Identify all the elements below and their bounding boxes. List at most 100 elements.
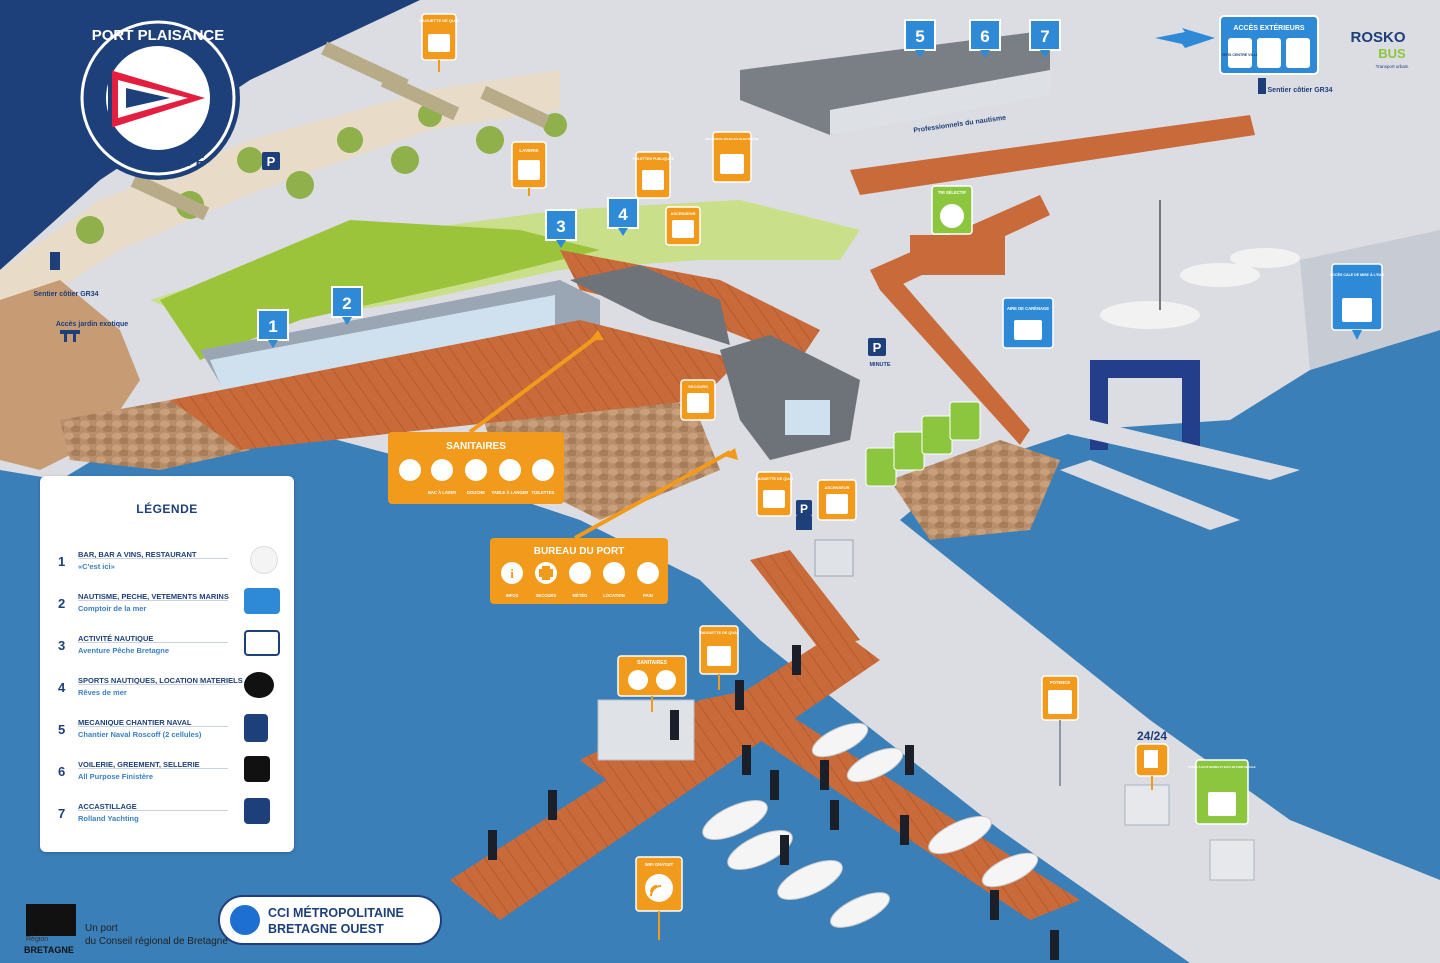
pin-tri-selectif[interactable]: TRI SÉLECTIF xyxy=(931,185,973,235)
bureau-arrow xyxy=(574,450,731,540)
legend-business: Chantier Naval Roscoff (2 cellules) xyxy=(78,730,202,739)
pin-1[interactable]: 1 xyxy=(257,309,289,348)
sanitaires-info-box[interactable]: SANITAIRES BAC À LAVER DOUCHE TABLE À LA… xyxy=(388,432,564,504)
svg-text:ROSKO: ROSKO xyxy=(1350,29,1405,46)
sentier-right[interactable]: Sentier côtier GR34 xyxy=(1258,78,1333,94)
acces-exterieurs-panel[interactable]: ACCÈS EXTÉRIEURS VERS CENTRE VILLE xyxy=(1219,15,1319,75)
careening-icon xyxy=(1014,320,1042,340)
weather-icon xyxy=(569,562,591,584)
pin-pompe[interactable]: POMPE À EAUX NOIRES ET EAUX DE FOND DE C… xyxy=(1188,759,1256,825)
svg-text:7: 7 xyxy=(1040,27,1049,46)
hedges xyxy=(130,41,550,221)
svg-text:Sentier côtier GR34: Sentier côtier GR34 xyxy=(34,291,99,298)
legend-divider xyxy=(78,642,228,643)
sentier-left[interactable]: Sentier côtier GR34 Accès jardin exotiqu… xyxy=(34,252,129,328)
pin-toilettes-publiques[interactable]: TOILETTES PUBLIQUES xyxy=(632,151,674,199)
hiker-icon xyxy=(50,252,60,270)
bread-icon-2 xyxy=(763,490,785,508)
toilets-icon xyxy=(656,670,676,690)
svg-text:Sentier côtier GR34: Sentier côtier GR34 xyxy=(1268,87,1333,94)
bike-parking-icon xyxy=(796,516,812,530)
pin-baguette-mid[interactable]: BAGUETTE DE QUAI xyxy=(755,471,793,517)
toilettes-icon xyxy=(532,459,554,481)
fence-ramp xyxy=(870,270,1030,445)
boat-hardstand xyxy=(1100,301,1200,329)
bureau-du-port-box[interactable]: BUREAU DU PORT i INFOS SECOURS MÉTÉO LOC… xyxy=(490,538,668,604)
legend-business: All Purpose Finistère xyxy=(78,772,154,781)
legend-item-2[interactable]: 2 NAUTISME, PECHE, VETEMENTS MARINS Comp… xyxy=(54,588,284,630)
pin-potence[interactable]: POTENCE xyxy=(1041,675,1079,786)
svg-text:ACCÈS CALE DE MISE À L'EAU: ACCÈS CALE DE MISE À L'EAU xyxy=(1330,272,1385,277)
svg-text:BAGUETTE DE QUAI: BAGUETTE DE QUAI xyxy=(755,477,793,481)
svg-text:5: 5 xyxy=(915,27,924,46)
lifebuoy-icon xyxy=(687,393,709,413)
pin-laverie[interactable]: LAVERIE xyxy=(511,141,547,196)
pin-6[interactable]: 6 xyxy=(969,19,1001,58)
slipway-icon xyxy=(1342,298,1372,322)
legend-item-7[interactable]: 7 ACCASTILLAGE Rolland Yachting xyxy=(54,798,284,840)
pin-5[interactable]: 5 xyxy=(904,19,936,58)
city-icon xyxy=(1228,38,1252,68)
gangway xyxy=(750,550,860,650)
svg-text:P: P xyxy=(800,502,808,516)
parking-sign-minute[interactable]: P MINUTE xyxy=(868,338,891,368)
svg-text:ASCENSEUR: ASCENSEUR xyxy=(824,485,849,490)
pin-wifi[interactable]: WIFI GRATUIT xyxy=(635,856,683,940)
legend-item-5[interactable]: 5 MECANIQUE CHANTIER NAVAL Chantier Nava… xyxy=(54,714,284,756)
legend-category: ACCASTILLAGE xyxy=(78,802,137,811)
pump-icon xyxy=(1208,792,1236,816)
svg-text:RECHARGE VÉHICULE ÉLECTRIQUE: RECHARGE VÉHICULE ÉLECTRIQUE xyxy=(705,136,758,141)
legend-item-1[interactable]: 1 BAR, BAR A VINS, RESTAURANT «C'est ici… xyxy=(54,546,284,588)
baby-change-icon xyxy=(499,459,521,481)
svg-text:LOCATION: LOCATION xyxy=(603,593,625,598)
cci-emblem-icon xyxy=(230,905,260,935)
workshops xyxy=(740,30,1050,135)
legend-item-6[interactable]: 6 VOILERIE, GREEMENT, SELLERIE All Purpo… xyxy=(54,756,284,798)
pin-24-24[interactable]: 24/24 xyxy=(1135,729,1169,790)
svg-text:3: 3 xyxy=(556,217,565,236)
svg-text:ASCENSEUR: ASCENSEUR xyxy=(670,211,695,216)
fuel-station xyxy=(1124,784,1170,826)
pin-ascenseur-2[interactable]: ASCENSEUR xyxy=(817,479,857,521)
legend-item-3[interactable]: 3 ACTIVITÉ NAUTIQUE Aventure Pêche Breta… xyxy=(54,630,284,672)
legend-number: 5 xyxy=(58,722,66,737)
rocks-left xyxy=(60,400,250,470)
legend-number: 1 xyxy=(58,554,66,569)
legend-divider xyxy=(78,600,228,601)
pin-4[interactable]: 4 xyxy=(607,197,639,236)
pin-recharge[interactable]: RECHARGE VÉHICULE ÉLECTRIQUE xyxy=(705,131,759,183)
pin-sanitaires-pontoon[interactable]: SANITAIRES xyxy=(617,655,687,712)
pin-baguette-top[interactable]: BAGUETTE DE QUAI xyxy=(419,13,459,72)
elevator-icon-2 xyxy=(826,494,848,514)
pin-baguette-pontoon[interactable]: BAGUETTE DE QUAI xyxy=(699,625,739,690)
cci-logo[interactable]: CCI MÉTROPOLITAINE BRETAGNE OUEST xyxy=(218,895,442,945)
svg-text:INFOS: INFOS xyxy=(506,593,519,598)
legend-category: ACTIVITÉ NAUTIQUE xyxy=(78,634,154,643)
legend-number: 2 xyxy=(58,596,66,611)
pin-aire-carenage[interactable]: AIRE DE CARÉNAGE xyxy=(1002,297,1054,349)
svg-text:24/24: 24/24 xyxy=(1137,729,1167,743)
legend-number: 4 xyxy=(58,680,66,695)
pin-secours[interactable]: SECOURS xyxy=(680,379,716,421)
legend-business: Comptoir de la mer xyxy=(78,604,147,613)
pin-ascenseur-1[interactable]: ASCENSEUR xyxy=(665,206,701,246)
parking-sign-top[interactable]: P xyxy=(262,152,280,170)
legend-divider xyxy=(78,810,228,811)
svg-text:6: 6 xyxy=(980,27,989,46)
pin-7[interactable]: 7 xyxy=(1029,19,1061,58)
bread-icon-3 xyxy=(707,646,731,666)
pin-3[interactable]: 3 xyxy=(545,209,577,248)
picnic-icon xyxy=(60,330,80,342)
parking-sign-pontoon[interactable]: P xyxy=(796,500,812,530)
train-icon xyxy=(1257,38,1281,68)
legend-business: Rêves de mer xyxy=(78,688,127,697)
info-icon xyxy=(501,562,523,584)
pin-2[interactable]: 2 xyxy=(331,286,363,325)
pin-acces-cale[interactable]: ACCÈS CALE DE MISE À L'EAU xyxy=(1330,263,1385,340)
pontoon-main xyxy=(450,630,880,920)
bin-icon-2 xyxy=(893,431,925,471)
svg-text:POMPE À EAUX NOIRES ET EAUX DE: POMPE À EAUX NOIRES ET EAUX DE FOND DE C… xyxy=(1188,764,1255,769)
legend-item-4[interactable]: 4 SPORTS NAUTIQUES, LOCATION MATERIELS R… xyxy=(54,672,284,714)
svg-text:BUS: BUS xyxy=(1378,46,1406,61)
